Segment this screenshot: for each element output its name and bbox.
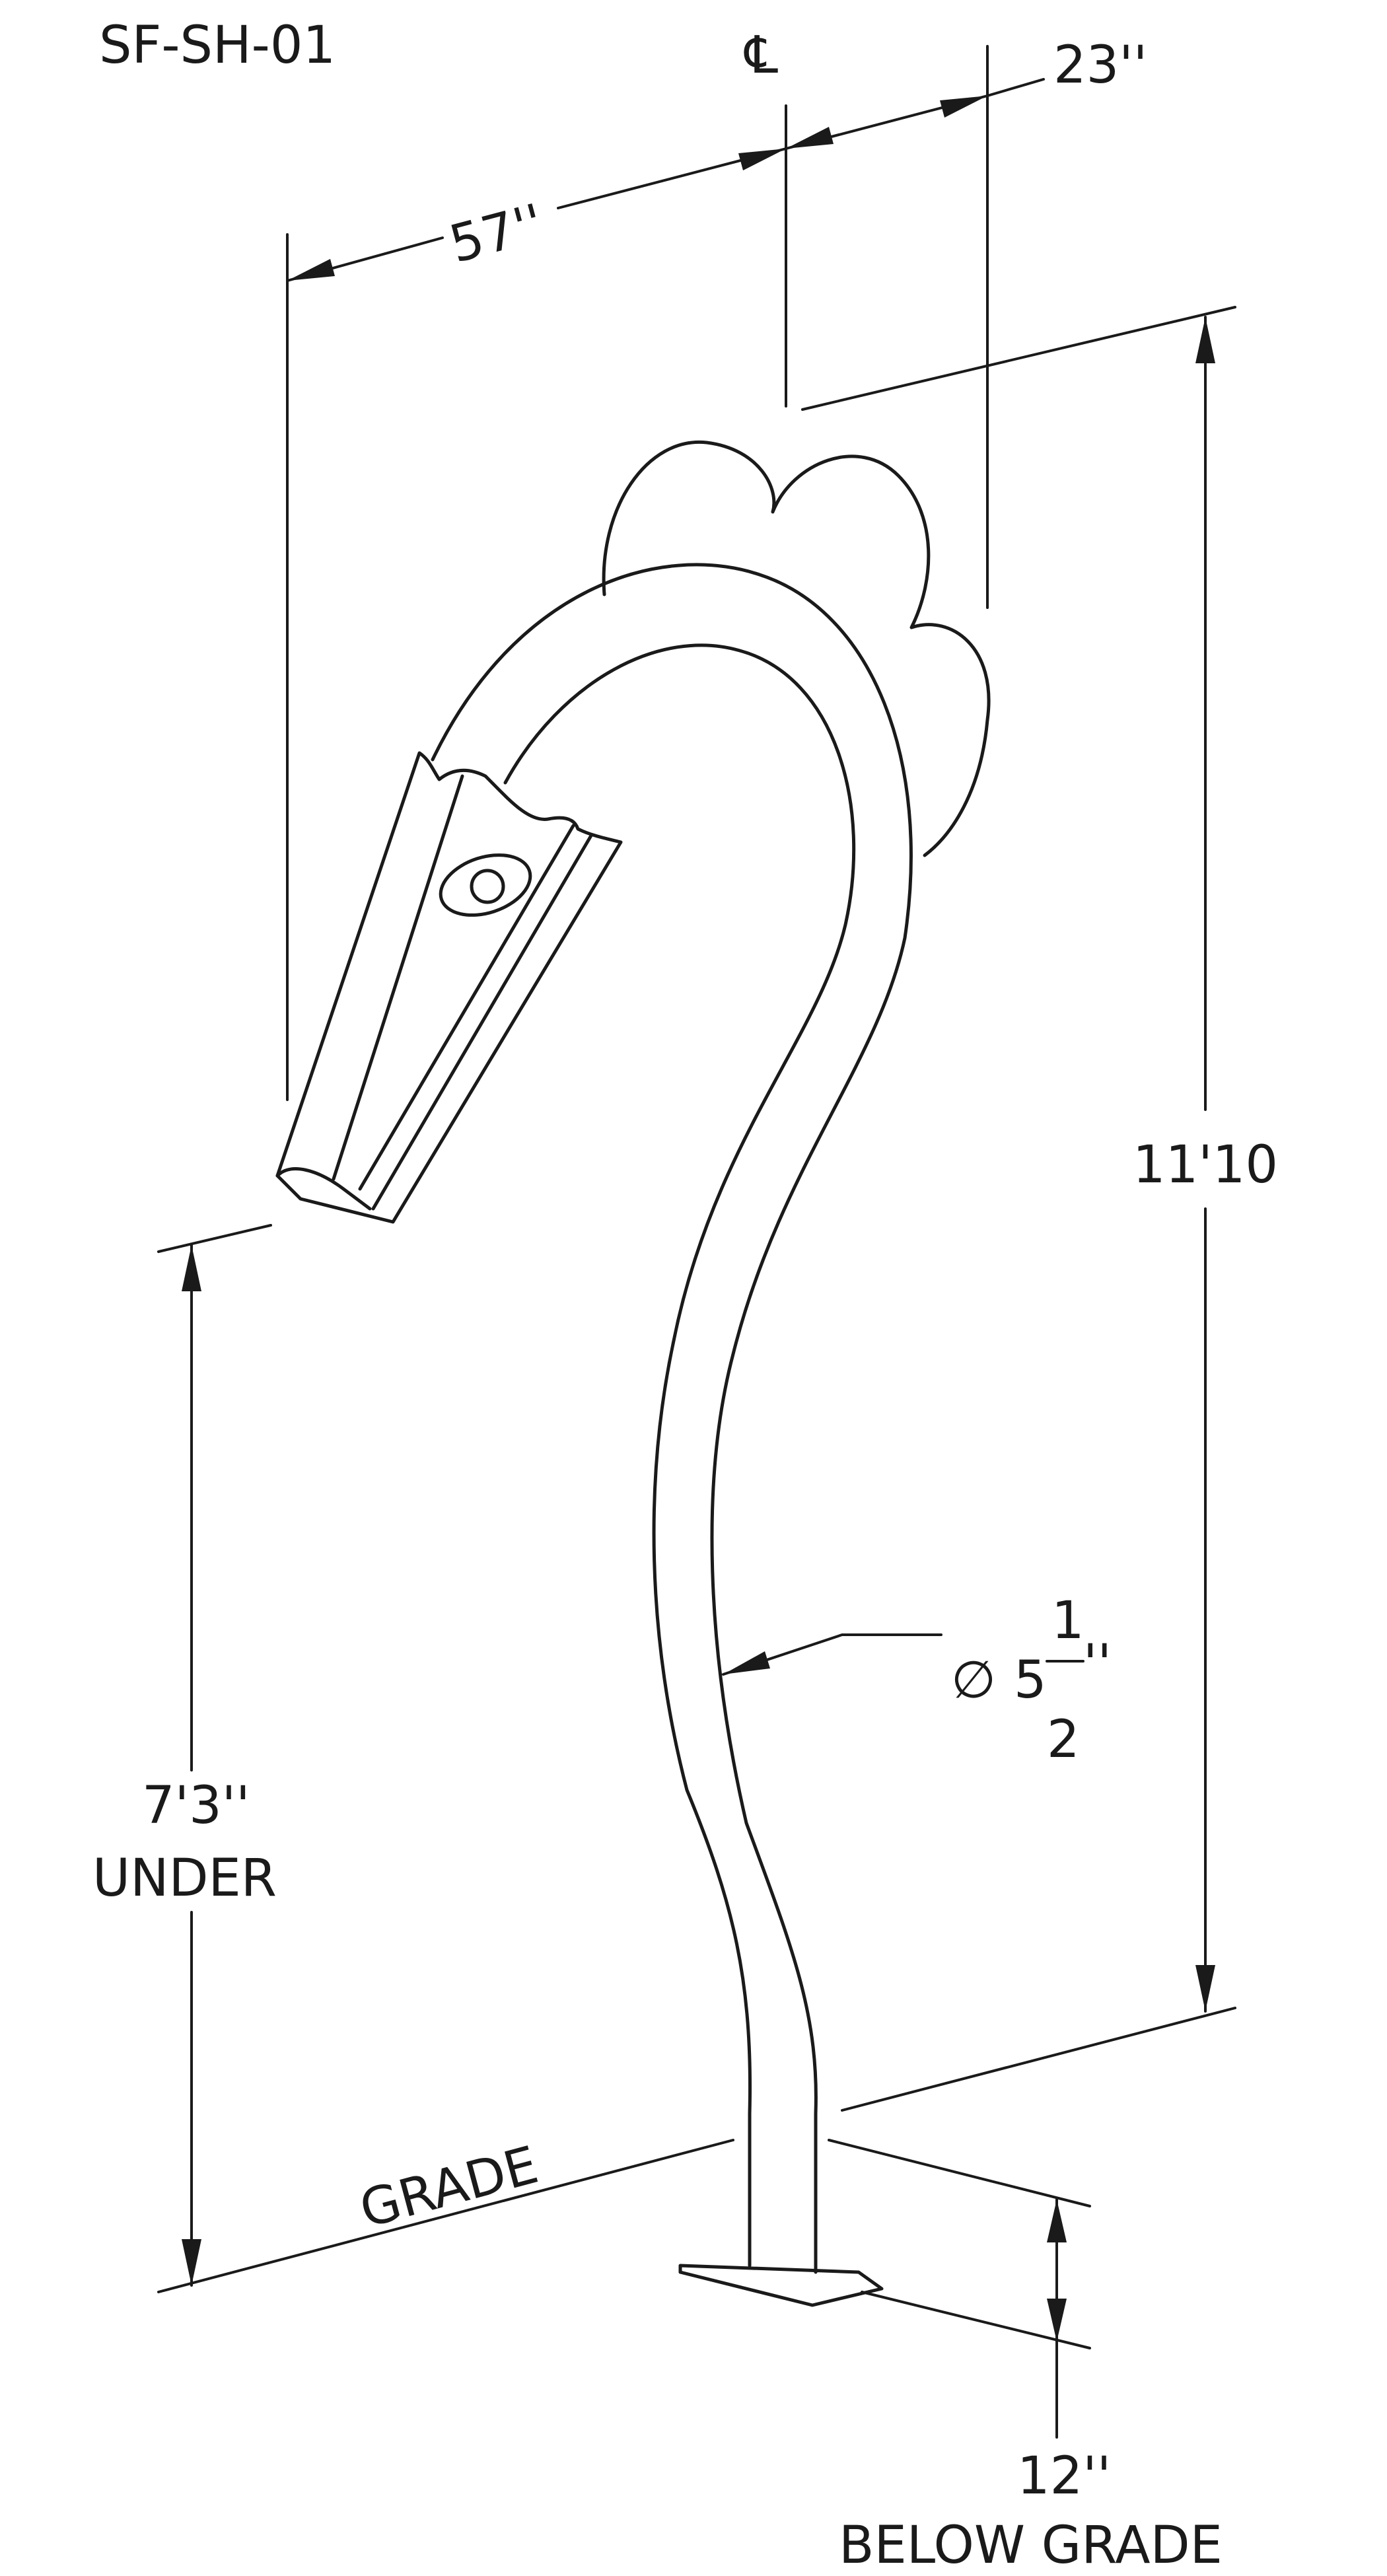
dim-height-arrow-bottom xyxy=(1195,1965,1215,2011)
dim-height-top-ext xyxy=(801,306,1236,411)
shower-figure xyxy=(275,440,991,2307)
dim-offset-arrow-right xyxy=(940,96,987,118)
pipe-diameter-arrow xyxy=(723,1651,770,1674)
grade-line-left xyxy=(157,2139,734,2293)
dim-clearance-label: UNDER xyxy=(92,1849,277,1908)
eye-outer xyxy=(439,853,532,917)
neck-inner xyxy=(503,643,856,2268)
grade-line-right xyxy=(828,2139,1091,2207)
dim-clearance-value: 7'3'' xyxy=(142,1776,250,1836)
dim-offset-leader xyxy=(986,78,1045,97)
dim-overhang-arrow-left xyxy=(287,259,335,281)
grade-label: GRADE xyxy=(354,2135,544,2240)
dim-height-bottom-ext xyxy=(841,2007,1236,2112)
dim-overhang-text: 57'' xyxy=(444,193,550,275)
dim-clearance-arrow-top xyxy=(182,1245,201,1291)
comb-outline xyxy=(602,440,991,857)
pipe-diameter-symbol: ∅ xyxy=(951,1651,996,1710)
eye-inner xyxy=(470,869,505,904)
dim-overhang-arrow-right xyxy=(738,149,786,170)
beak-line-b xyxy=(358,824,575,1191)
dim-height-arrow-top xyxy=(1195,317,1215,363)
pipe-diameter-den: 2 xyxy=(1047,1710,1080,1770)
dim-offset-arrow-left xyxy=(786,127,834,149)
dim-clearance-arrow-bottom xyxy=(182,2239,201,2285)
neck-outer xyxy=(431,563,913,2274)
dimensions xyxy=(157,45,1236,2439)
dim-embed-arrow-top xyxy=(1047,2200,1067,2242)
centerline-symbol: ℄ xyxy=(744,26,778,85)
dim-embed-arrow-bottom xyxy=(1047,2299,1067,2342)
drawing-id: SF-SH-01 xyxy=(99,16,336,75)
dim-offset-text: 23'' xyxy=(1053,36,1147,95)
base-plate xyxy=(678,2264,884,2307)
dim-height-text: 11'10 xyxy=(1133,1135,1278,1195)
beak-line-a xyxy=(332,774,464,1181)
dim-embed-label: BELOW GRADE xyxy=(839,2516,1223,2575)
pipe-diameter-whole: 5 xyxy=(1014,1651,1047,1710)
dim-embed-bottom-ext xyxy=(861,2291,1091,2349)
dim-embed-value: 12'' xyxy=(1017,2447,1111,2506)
dim-clearance-top-ext xyxy=(157,1224,272,1253)
beak-outline xyxy=(275,751,623,1224)
beak-tip xyxy=(275,1167,372,1211)
pipe-diameter-num: 1 xyxy=(1051,1591,1085,1651)
beak-line-c xyxy=(371,834,593,1211)
pipe-diameter-unit: '' xyxy=(1083,1634,1112,1694)
